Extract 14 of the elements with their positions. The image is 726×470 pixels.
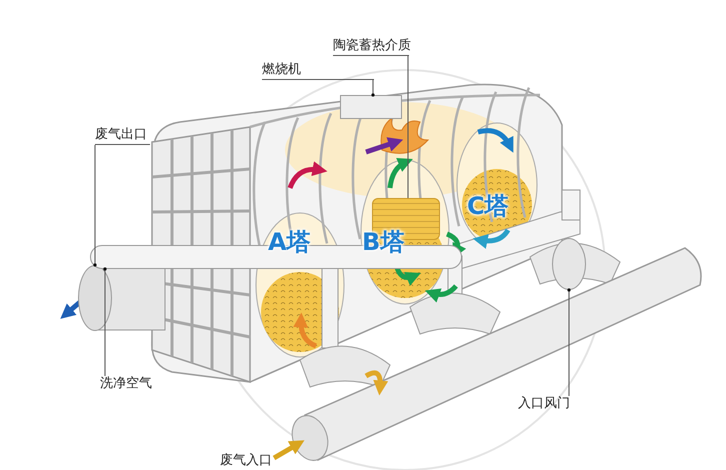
inlet-label: 废气入口 bbox=[220, 453, 272, 469]
leader-line bbox=[371, 80, 375, 97]
burner-box bbox=[340, 95, 402, 119]
tower-label: A塔 bbox=[268, 228, 311, 256]
callout-label: 废气出口 bbox=[95, 127, 150, 145]
callout-label: 洗净空气 bbox=[100, 376, 160, 394]
leader-line bbox=[103, 267, 107, 376]
tower-label: C塔 bbox=[467, 192, 509, 220]
leader-line bbox=[567, 288, 571, 396]
callout-label: 入口风门 bbox=[518, 396, 580, 414]
damper bbox=[552, 238, 586, 290]
leader-line bbox=[93, 144, 97, 267]
callout-label: 燃烧机 bbox=[262, 62, 374, 80]
callout-label: 陶瓷蓄热介质 bbox=[333, 38, 409, 56]
